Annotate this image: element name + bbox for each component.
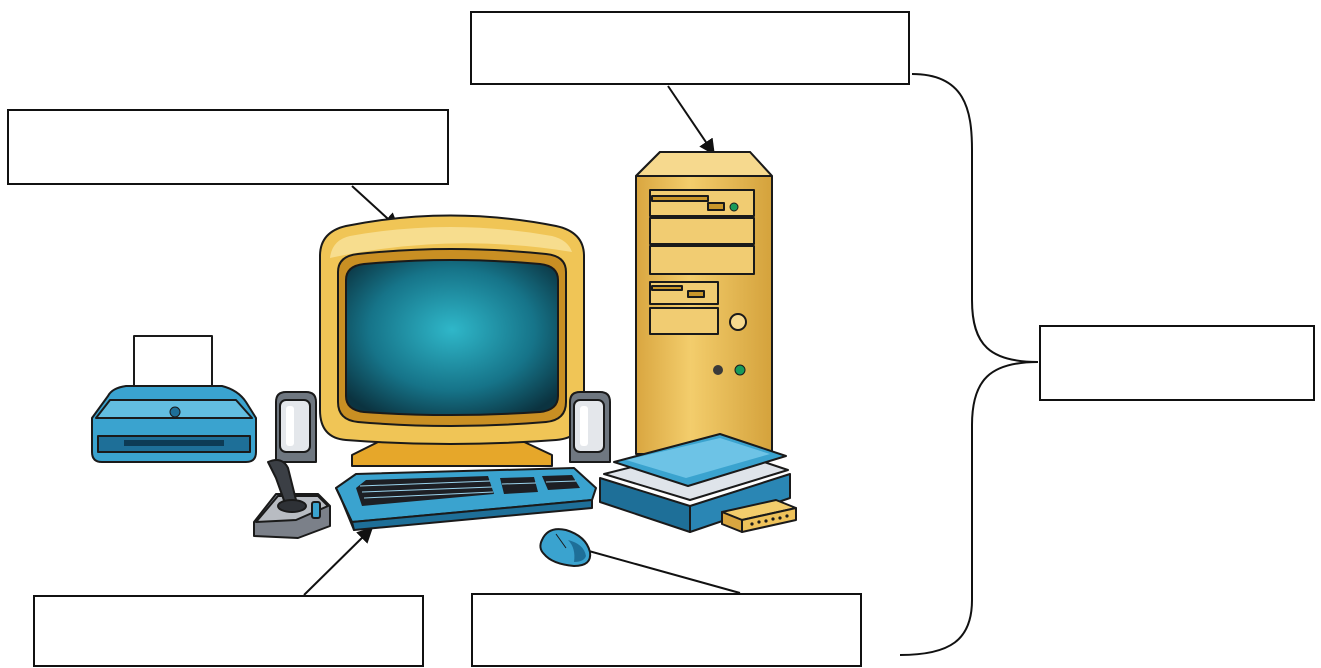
keyboard-icon [336, 468, 596, 530]
label-box-keyboard[interactable] [34, 596, 423, 666]
arrow-system-unit [668, 86, 714, 154]
left-speaker-icon [276, 392, 316, 462]
label-box-monitor[interactable] [8, 110, 448, 184]
right-speaker-icon [570, 392, 610, 462]
label-box-hardware[interactable] [1040, 326, 1314, 400]
line-mouse [578, 548, 740, 593]
system-unit-icon [636, 152, 772, 454]
curly-brace [900, 74, 1038, 655]
mouse-icon [540, 529, 590, 566]
label-box-system-unit[interactable] [471, 12, 909, 84]
printer-icon [92, 336, 256, 462]
arrow-keyboard [304, 528, 372, 595]
label-box-mouse[interactable] [472, 594, 861, 666]
monitor-icon [320, 216, 584, 467]
joystick-icon [254, 460, 330, 538]
